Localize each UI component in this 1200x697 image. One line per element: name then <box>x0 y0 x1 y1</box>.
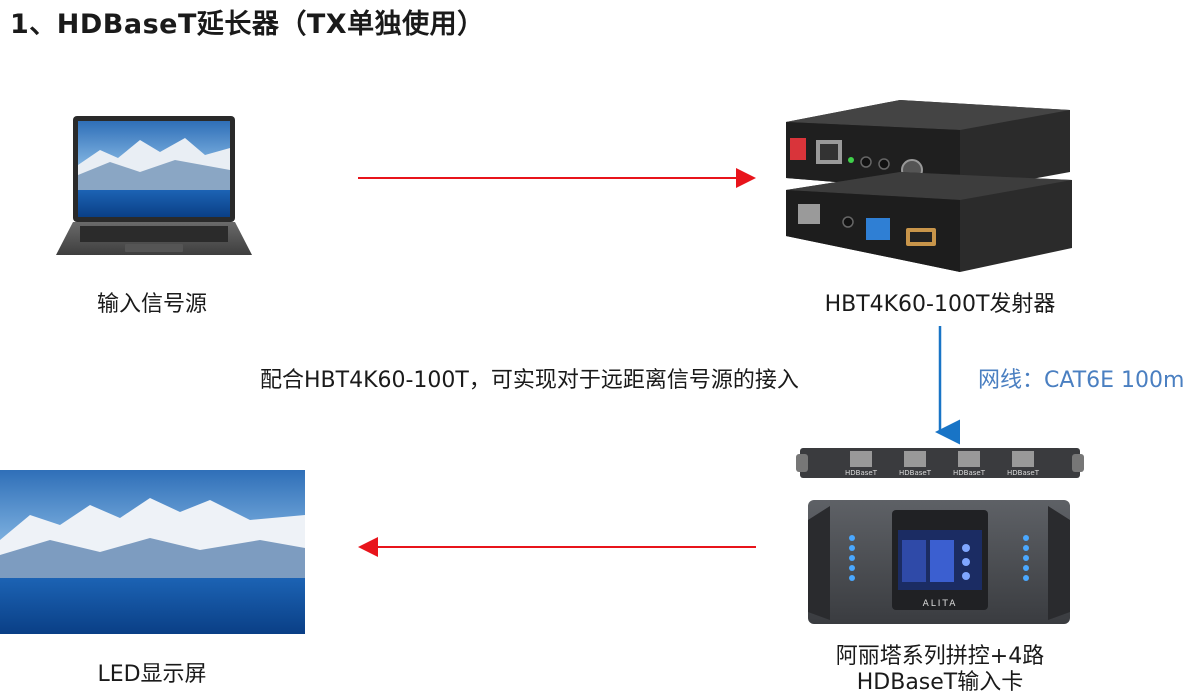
transmitter-box-icon <box>786 100 1072 272</box>
display-label: LED显示屏 <box>97 662 207 687</box>
led-screen-icon <box>0 470 305 634</box>
card-port-label: HDBaseT <box>845 469 878 477</box>
page-title: 1、HDBaseT延长器（TX单独使用） <box>10 9 485 40</box>
integration-note: 配合HBT4K60-100T，可实现对于远距离信号源的接入 <box>260 368 799 393</box>
transmitter-label: HBT4K60-100T发射器 <box>824 292 1056 317</box>
processor-label: 阿丽塔系列拼控+4路 HDBaseT输入卡 <box>810 644 1070 696</box>
laptop-icon <box>56 116 252 255</box>
card-port-label: HDBaseT <box>1007 469 1040 477</box>
video-processor-icon <box>808 500 1070 624</box>
card-port-label: HDBaseT <box>953 469 986 477</box>
processor-label-line2: HDBaseT输入卡 <box>856 670 1024 695</box>
processor-brand: ALITA <box>923 599 958 609</box>
hdbaset-input-card-icon <box>796 448 1084 478</box>
source-label: 输入信号源 <box>96 292 207 317</box>
cable-label: 网线：CAT6E 100m <box>978 368 1185 393</box>
card-port-label: HDBaseT <box>899 469 932 477</box>
processor-label-line1: 阿丽塔系列拼控+4路 <box>835 644 1045 669</box>
card-port-labels: HDBaseT HDBaseT HDBaseT HDBaseT <box>845 469 1040 477</box>
